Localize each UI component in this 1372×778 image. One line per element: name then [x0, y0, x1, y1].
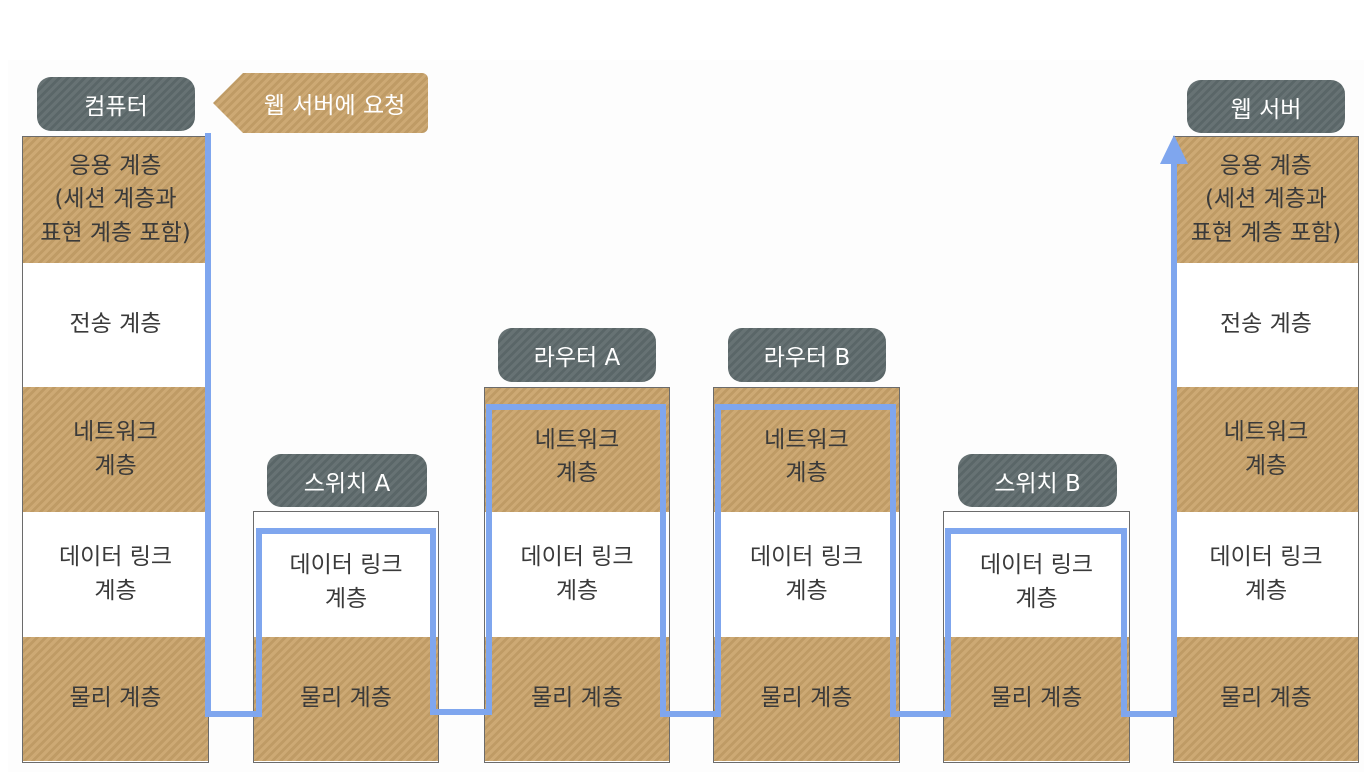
diagram-background [8, 60, 1364, 772]
data-path-line [205, 133, 1177, 717]
computer-application-layer: 응용 계층 (세션 계층과 표현 계층 포함) [23, 137, 208, 263]
router-a-label: 라우터 A [498, 328, 656, 382]
server-physical-layer: 물리 계층 [1174, 637, 1358, 761]
web-server-stack: 응용 계층 (세션 계층과 표현 계층 포함) 전송 계층 네트워크 계층 데이… [1173, 136, 1359, 763]
server-network-layer: 네트워크 계층 [1174, 387, 1358, 512]
computer-stack: 응용 계층 (세션 계층과 표현 계층 포함) 전송 계층 네트워크 계층 데이… [22, 136, 209, 763]
router-b-datalink-layer: 데이터 링크 계층 [714, 512, 899, 637]
server-application-layer: 응용 계층 (세션 계층과 표현 계층 포함) [1174, 137, 1358, 263]
computer-transport-layer: 전송 계층 [23, 263, 208, 387]
switch-b-stack: 데이터 링크 계층 물리 계층 [943, 511, 1130, 763]
switch-b-label: 스위치 B [958, 454, 1117, 507]
server-transport-layer: 전송 계층 [1174, 263, 1358, 387]
request-callout: 웹 서버에 요청 [213, 73, 428, 133]
data-path-arrowhead [1160, 135, 1188, 164]
router-a-datalink-layer: 데이터 링크 계층 [485, 512, 669, 637]
router-b-physical-layer: 물리 계층 [714, 637, 899, 761]
server-datalink-layer: 데이터 링크 계층 [1174, 512, 1358, 637]
switch-b-physical-layer: 물리 계층 [944, 637, 1129, 761]
computer-label: 컴퓨터 [37, 77, 195, 131]
switch-a-physical-layer: 물리 계층 [254, 637, 438, 761]
router-a-stack: 네트워크 계층 데이터 링크 계층 물리 계층 [484, 387, 670, 763]
computer-network-layer: 네트워크 계층 [23, 387, 208, 512]
computer-datalink-layer: 데이터 링크 계층 [23, 512, 208, 637]
switch-a-label: 스위치 A [267, 454, 427, 507]
router-b-label: 라우터 B [728, 328, 886, 382]
router-a-physical-layer: 물리 계층 [485, 637, 669, 761]
web-server-label: 웹 서버 [1187, 80, 1345, 133]
computer-physical-layer: 물리 계층 [23, 637, 208, 761]
